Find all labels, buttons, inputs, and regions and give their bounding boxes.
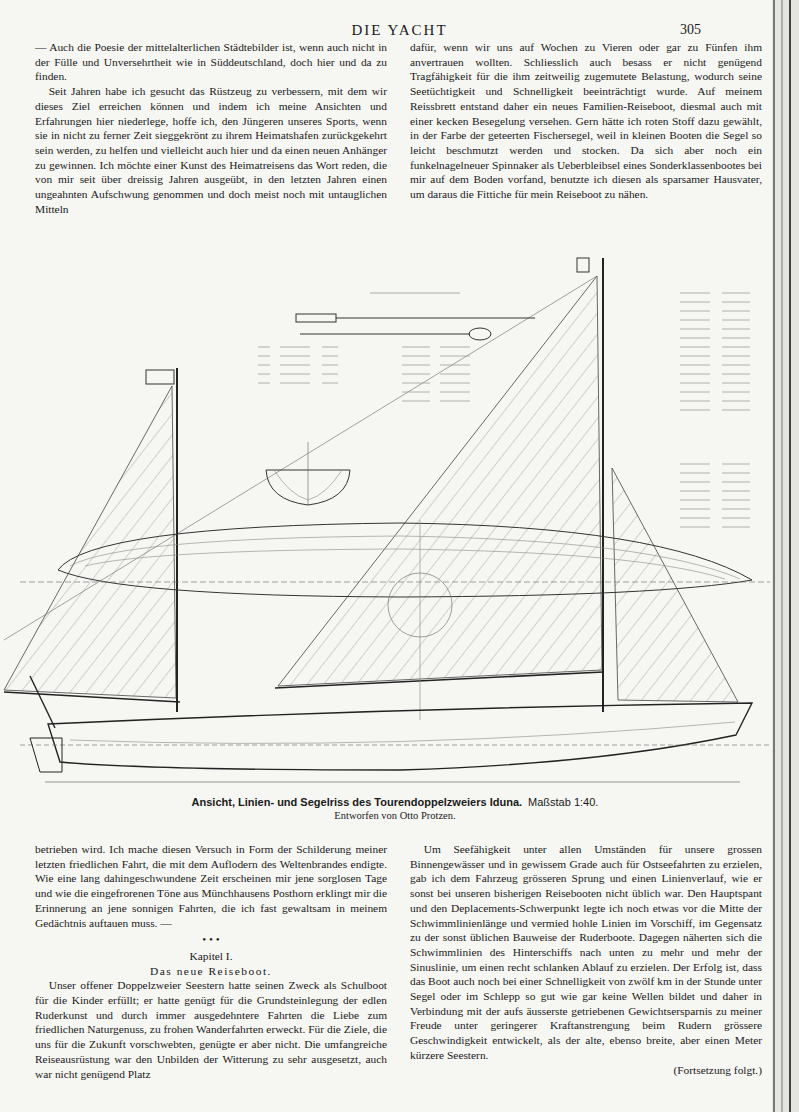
paragraph: — Auch die Poesie der mittelalterlichen … [35,40,387,84]
scale-note: Maßstab 1:40. [528,796,598,808]
chapter-title: Das neue Reiseboot. [35,964,387,979]
paragraph: Seit Jahren habe ich gesucht das Rüstzeu… [35,84,387,216]
continuation-note: (Fortsetzung folgt.) [410,1063,762,1078]
figure-caption-line: Ansicht, Linien- und Segelriss des Toure… [0,796,790,808]
chapter-number: Kapitel I. [35,949,387,964]
text-column: dafür, wenn wir uns auf Wochen zu Vieren… [410,40,762,202]
text-column: betrieben wird. Ich mache diesen Versuch… [35,842,387,1081]
page-number: 305 [680,22,701,38]
designer-credit: Entworfen von Otto Protzen. [0,810,790,821]
paragraph: dafür, wenn wir uns auf Wochen zu Vieren… [410,40,762,202]
paragraph: Um Seefähigkeit unter allen Umständen fü… [410,842,762,1063]
paragraph: betrieben wird. Ich mache diesen Versuch… [35,842,387,930]
page-title: DIE YACHT [0,22,799,39]
paragraph: Unser offener Doppelzweier Seestern hatt… [35,978,387,1081]
text-column: Um Seefähigkeit unter allen Umständen fü… [410,842,762,1077]
figure-caption: Ansicht, Linien- und Segelriss des Toure… [192,796,522,808]
text-column: — Auch die Poesie der mittelalterlichen … [35,40,387,216]
section-break: • • • [35,932,387,947]
